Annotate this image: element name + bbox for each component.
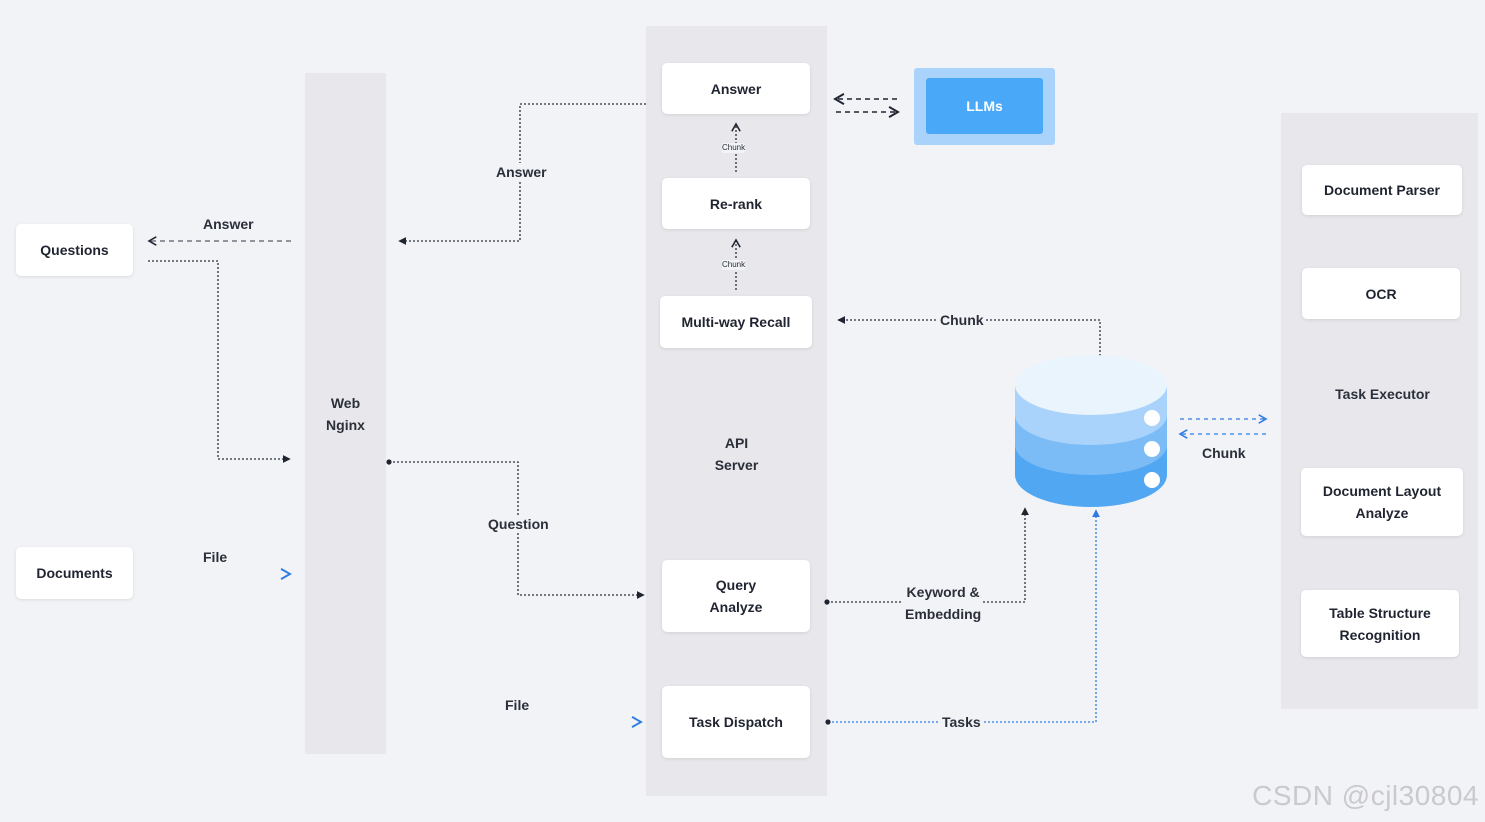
documents-node: Documents xyxy=(16,547,133,599)
task-executor-label: Task Executor xyxy=(1335,386,1430,402)
edge-questions-to-nginx xyxy=(148,260,291,463)
label-answer-to-questions: Answer xyxy=(201,215,256,233)
table-structure-recognition-node: Table Structure Recognition xyxy=(1301,590,1459,657)
questions-node: Questions xyxy=(16,224,133,276)
edge-tasks xyxy=(825,509,1100,725)
rerank-node: Re-rank xyxy=(662,178,810,229)
edge-db-to-recall xyxy=(837,316,1101,356)
label-chunk-rerank-answer: Chunk xyxy=(722,143,746,153)
document-parser-node: Document Parser xyxy=(1302,165,1462,215)
api-server-label: API Server xyxy=(714,435,759,473)
answer-node: Answer xyxy=(662,63,810,114)
watermark-text: CSDN @cjl30804 xyxy=(1252,780,1479,811)
edge-question-to-query xyxy=(386,459,645,599)
label-answer-to-nginx: Answer xyxy=(494,163,549,181)
web-nginx-label: Web Nginx xyxy=(326,395,365,433)
database-icon xyxy=(1015,355,1167,507)
document-layout-analyze-node: Document Layout Analyze xyxy=(1301,468,1463,536)
task-dispatch-node: Task Dispatch xyxy=(662,686,810,758)
label-file-to-dispatch: File xyxy=(503,696,532,714)
multi-way-recall-node: Multi-way Recall xyxy=(660,296,812,348)
web-nginx-lane xyxy=(305,73,386,754)
label-file-to-nginx: File xyxy=(201,548,230,566)
label-keyword-embedding: Keyword & Embedding xyxy=(903,581,984,625)
ocr-node: OCR xyxy=(1302,268,1460,319)
query-analyze-node: Query Analyze xyxy=(662,560,810,632)
label-tasks: Tasks xyxy=(940,713,983,731)
label-chunk-recall-rerank: Chunk xyxy=(722,260,746,270)
llms-node: LLMs xyxy=(926,78,1043,134)
label-chunk-db-executor: Chunk xyxy=(1200,444,1248,462)
label-chunk-db-recall: Chunk xyxy=(938,311,986,329)
label-question-to-query: Question xyxy=(486,515,551,533)
